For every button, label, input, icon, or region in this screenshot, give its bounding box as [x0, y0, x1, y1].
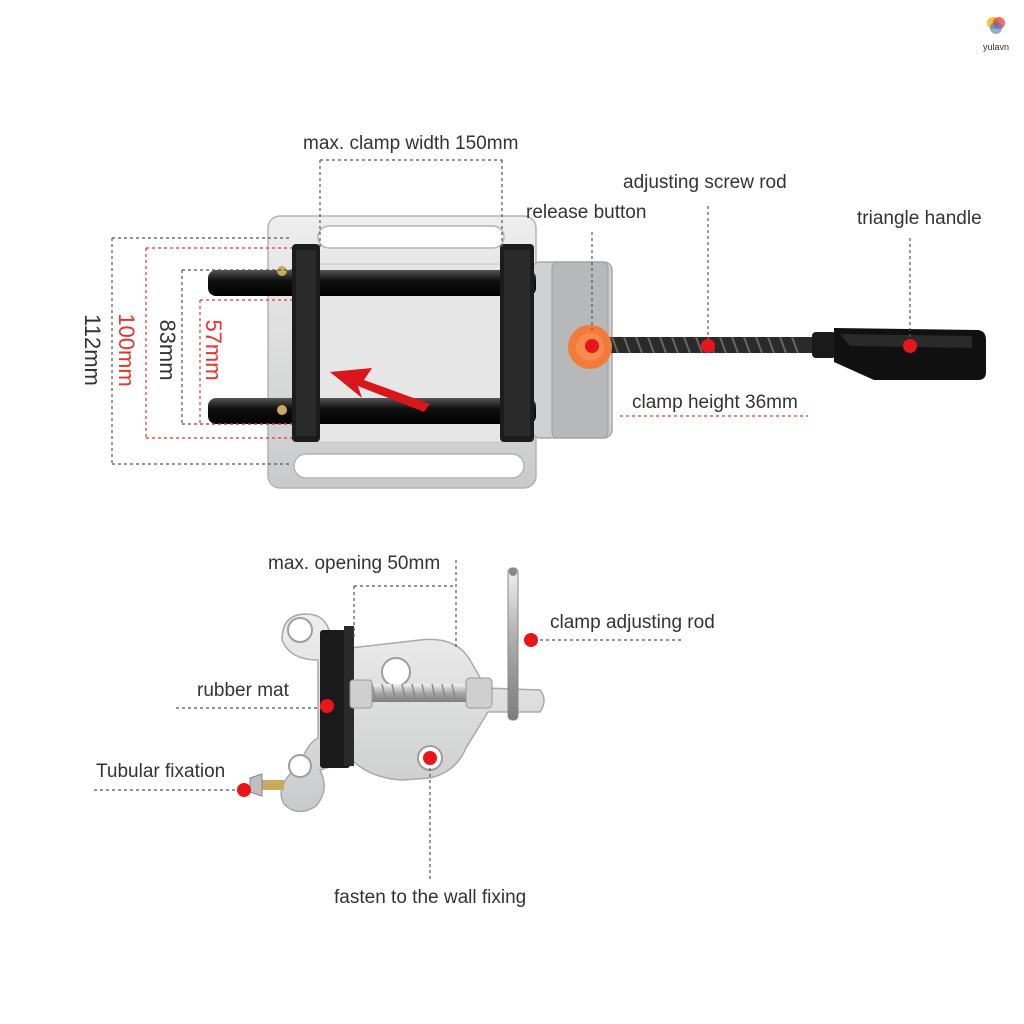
top-slot	[317, 225, 505, 249]
guide-rod-top	[208, 270, 536, 296]
brand-logo-icon	[987, 17, 1005, 34]
top-dimension-lines	[111, 159, 911, 465]
direction-arrow	[330, 368, 430, 412]
label-clamp-height: clamp height 36mm	[632, 392, 798, 413]
marker-screw-rod	[701, 339, 715, 353]
marker-triangle-handle	[903, 339, 917, 353]
dim-83mm: 83mm	[155, 319, 180, 381]
label-max-clamp-width: max. clamp width 150mm	[303, 133, 519, 154]
label-release-button: release button	[526, 202, 647, 223]
brand-logo: yulavn	[976, 14, 1016, 52]
label-clamp-adjusting-rod: clamp adjusting rod	[550, 612, 715, 633]
rubber-mat-jaw	[320, 630, 350, 768]
guide-rod-bottom	[208, 398, 536, 424]
marker-tubular-fixation	[237, 783, 251, 797]
bottom-slot	[293, 453, 525, 479]
label-rubber-mat: rubber mat	[197, 680, 289, 701]
marker-clamp-adjusting-rod	[524, 633, 538, 647]
marker-rubber-mat	[320, 699, 334, 713]
clamp-adjusting-rod	[507, 567, 519, 721]
label-wall-fixing: fasten to the wall fixing	[334, 887, 527, 908]
label-max-opening: max. opening 50mm	[268, 553, 441, 574]
top-markers	[585, 339, 917, 353]
dim-112mm: 112mm	[80, 314, 105, 386]
marker-wall-fixing	[423, 751, 437, 765]
side-view-vise	[249, 567, 545, 813]
side-markers	[237, 633, 538, 797]
label-triangle-handle: triangle handle	[857, 208, 982, 229]
marker-release-button	[585, 339, 599, 353]
label-tubular-fixation: Tubular fixation	[96, 761, 226, 782]
dim-100mm: 100mm	[114, 313, 139, 387]
top-view-vise	[208, 215, 986, 489]
label-adjusting-screw-rod: adjusting screw rod	[623, 172, 787, 193]
dim-57mm: 57mm	[201, 319, 226, 381]
side-dimension-lines	[94, 560, 682, 880]
brand-name: yulavn	[982, 42, 1009, 52]
